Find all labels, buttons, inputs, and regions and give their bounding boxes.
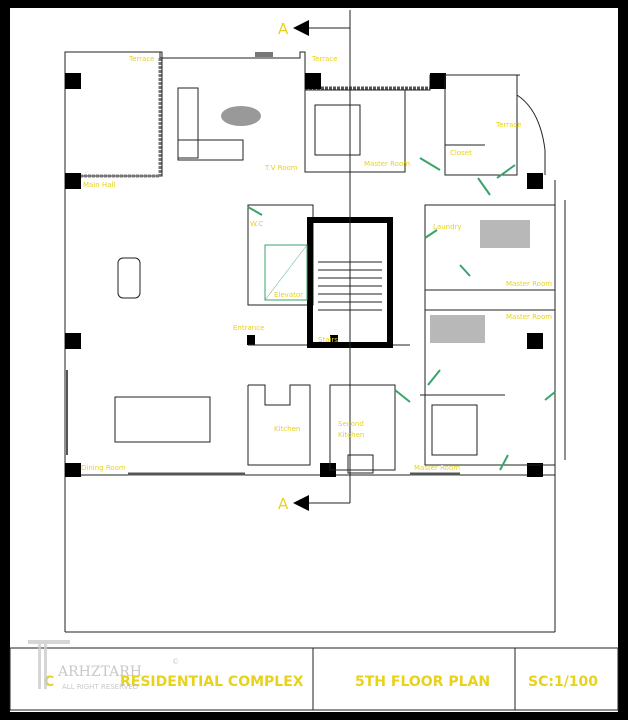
sofa (177, 87, 199, 159)
label-terrace-east: Terrace (495, 121, 521, 129)
label-dining-room: Dining Room (81, 464, 126, 472)
label-master-room-east1: Master Room (506, 280, 552, 288)
section-line-a: A A (278, 10, 351, 513)
sheet (10, 8, 618, 712)
label-entrance: Entrance (233, 324, 264, 332)
label-second-kitchen-2: Kitchen (338, 431, 364, 439)
section-marker-top: A (278, 20, 289, 38)
label-tv-room: T.V Room (264, 164, 298, 172)
label-elevator: Elevator (274, 291, 303, 299)
bed (431, 404, 478, 456)
doors (247, 157, 556, 471)
tv-table (221, 106, 261, 126)
watermark-logo: ARHZTARH ALL RIGHT RESERVED © (28, 640, 179, 691)
coffee-table (117, 257, 141, 299)
label-closet: Closet (450, 149, 472, 157)
label-laundry: Laundry (433, 223, 462, 231)
room-labels: Terrace Terrace Terrace Main Hall T.V Ro… (81, 55, 552, 472)
stove (347, 454, 374, 474)
label-main-hall: Main Hall (83, 181, 115, 189)
svg-text:©: © (172, 658, 179, 666)
scale-label: SC:1/100 (528, 674, 598, 690)
svg-text:ALL RIGHT RESERVED: ALL RIGHT RESERVED (62, 683, 138, 691)
label-master-room-east2: Master Room (506, 313, 552, 321)
label-master-room-top: Master Room (364, 160, 410, 168)
label-second-kitchen-1: Second (338, 420, 364, 428)
label-terrace-right: Terrace (311, 55, 337, 63)
svg-text:ARHZTARH: ARHZTARH (57, 664, 142, 680)
project-prefix: C (44, 674, 54, 690)
label-stairs: Stairs (318, 336, 338, 344)
section-arrow-icon (293, 495, 309, 511)
label-kitchen: Kitchen (274, 425, 300, 433)
label-wc: W.C (250, 220, 263, 228)
section-arrow-icon (293, 20, 309, 36)
bed (314, 104, 361, 156)
interior-walls (114, 74, 556, 474)
sheet-title: 5TH FLOOR PLAN (355, 674, 490, 690)
project-title: RESIDENTIAL COMPLEX (120, 674, 304, 690)
title-block (9, 647, 619, 711)
label-master-room-bottom: Master Room (414, 464, 460, 472)
structural-columns (65, 73, 543, 477)
label-terrace-left: Terrace (128, 55, 154, 63)
dining-table (114, 396, 211, 443)
section-marker-bottom: A (278, 495, 289, 513)
